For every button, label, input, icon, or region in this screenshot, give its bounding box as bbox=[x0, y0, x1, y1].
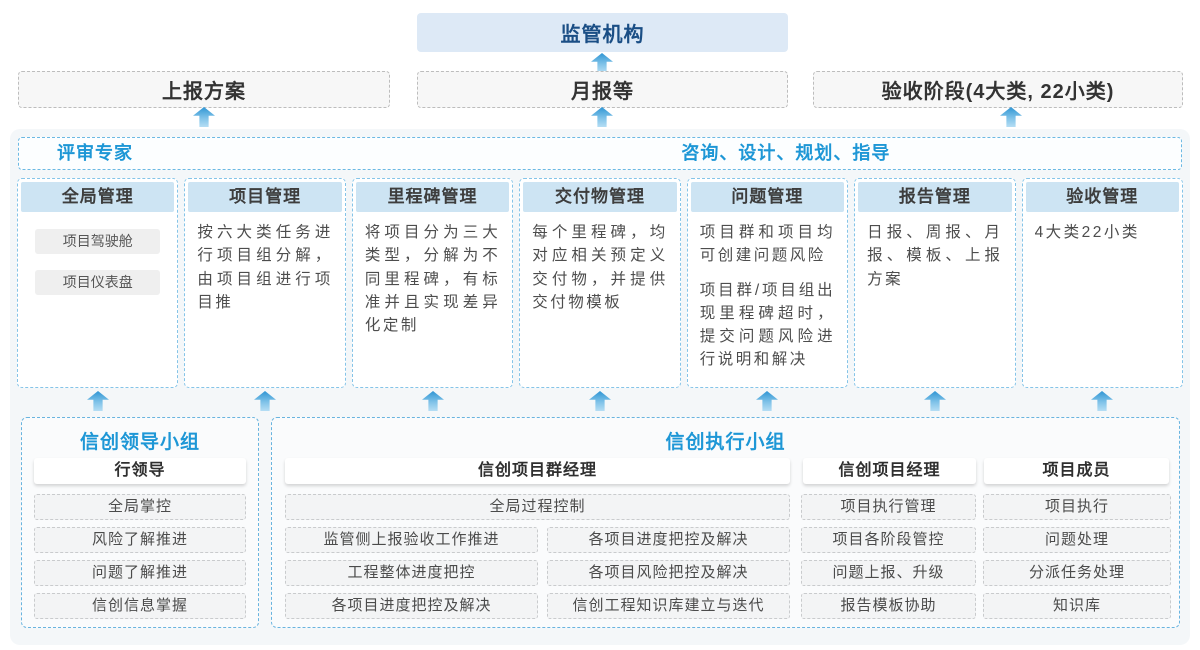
arrow-up-icon bbox=[193, 107, 215, 127]
module-columns: 全局管理 项目驾驶舱 项目仪表盘 项目管理 按六大类任务进行项目组分解，由项目组… bbox=[17, 178, 1183, 388]
issue-paragraph: 项目群/项目组出现里程碑超时，提交问题风险进行说明和解决 bbox=[699, 281, 836, 369]
column-deliverable-mgmt: 交付物管理 每个里程碑，均对应相关预定义交付物，并提供交付物模板 bbox=[519, 178, 681, 388]
column-title: 验收管理 bbox=[1025, 182, 1179, 212]
column-issue-mgmt: 问题管理 项目群和项目均可创建问题风险 项目群/项目组出现里程碑超时，提交问题风… bbox=[686, 178, 849, 388]
project-manager-role: 信创项目经理 bbox=[803, 458, 976, 484]
pm-duty-item: 项目各阶段管控 bbox=[801, 527, 976, 553]
consulting-label: 咨询、设计、规划、指导 bbox=[681, 143, 891, 163]
program-duty-item: 信创工程知识库建立与迭代 bbox=[547, 593, 790, 619]
arrow-up-icon bbox=[591, 53, 613, 73]
dashboard-item: 项目仪表盘 bbox=[35, 270, 161, 295]
issue-paragraph: 项目群和项目均可创建问题风险 bbox=[699, 224, 836, 265]
leader-group-container: 信创领导小组 行领导 全局掌控 风险了解推进 问题了解推进 信创信息掌握 bbox=[21, 417, 259, 628]
pm-duty-item: 问题上报、升级 bbox=[801, 560, 976, 586]
cockpit-item: 项目驾驶舱 bbox=[35, 229, 161, 254]
regulator-box: 监管机构 bbox=[417, 13, 788, 52]
column-milestone-mgmt: 里程碑管理 将项目分为三大类型，分解为不同里程碑，有标准并且实现差异化定制 bbox=[351, 178, 514, 388]
column-description: 每个里程碑，均对应相关预定义交付物，并提供交付物模板 bbox=[532, 224, 668, 311]
column-title: 项目管理 bbox=[188, 182, 342, 212]
pm-duty-item: 报告模板协助 bbox=[801, 593, 976, 619]
program-duty-item: 工程整体进度把控 bbox=[285, 560, 538, 586]
column-title: 报告管理 bbox=[858, 182, 1012, 212]
pm-duty-item: 项目执行管理 bbox=[801, 494, 976, 520]
expert-role-bar: 评审专家 咨询、设计、规划、指导 bbox=[18, 137, 1182, 170]
column-title: 交付物管理 bbox=[523, 182, 677, 212]
leader-duty-item: 风险了解推进 bbox=[34, 527, 246, 553]
arrow-up-icon bbox=[591, 107, 613, 127]
column-description: 按六大类任务进行项目组分解，由项目组进行项目推 bbox=[197, 224, 333, 311]
leader-duty-item: 问题了解推进 bbox=[34, 560, 246, 586]
column-global-mgmt: 全局管理 项目驾驶舱 项目仪表盘 bbox=[17, 178, 179, 388]
program-duty-item: 全局过程控制 bbox=[285, 494, 790, 520]
member-duty-item: 知识库 bbox=[983, 593, 1171, 619]
column-acceptance-mgmt: 验收管理 4大类22小类 bbox=[1021, 178, 1183, 388]
project-member-role: 项目成员 bbox=[984, 458, 1169, 484]
column-description: 项目群和项目均可创建问题风险 项目群/项目组出现里程碑超时，提交问题风险进行说明… bbox=[691, 212, 844, 372]
program-manager-role: 信创项目群经理 bbox=[285, 458, 790, 484]
leader-duty-item: 全局掌控 bbox=[34, 494, 246, 520]
column-description: 4大类22小类 bbox=[1034, 224, 1140, 241]
column-title: 问题管理 bbox=[690, 182, 845, 212]
exec-group-title: 信创执行小组 bbox=[665, 432, 786, 453]
program-duty-item: 监管侧上报验收工作推进 bbox=[285, 527, 538, 553]
program-duty-item: 各项目进度把控及解决 bbox=[285, 593, 538, 619]
review-experts-label: 评审专家 bbox=[57, 143, 133, 163]
column-title: 全局管理 bbox=[21, 182, 175, 212]
report-box-monthly: 月报等 bbox=[417, 71, 788, 108]
exec-group-container: 信创执行小组 信创项目群经理 全局过程控制 监管侧上报验收工作推进 工程整体进度… bbox=[271, 417, 1180, 628]
column-report-mgmt: 报告管理 日报、周报、月报、模板、上报方案 bbox=[854, 178, 1016, 388]
column-project-mgmt: 项目管理 按六大类任务进行项目组分解，由项目组进行项目推 bbox=[184, 178, 346, 388]
arrow-up-icon bbox=[1000, 107, 1022, 127]
leader-duty-item: 信创信息掌握 bbox=[34, 593, 246, 619]
member-duty-item: 分派任务处理 bbox=[983, 560, 1171, 586]
bank-leader-role: 行领导 bbox=[34, 458, 246, 484]
program-duty-item: 各项目进度把控及解决 bbox=[547, 527, 790, 553]
column-title: 里程碑管理 bbox=[355, 182, 510, 212]
report-box-acceptance: 验收阶段(4大类, 22小类) bbox=[813, 71, 1183, 108]
leader-group-title: 信创领导小组 bbox=[79, 432, 200, 453]
column-description: 日报、周报、月报、模板、上报方案 bbox=[867, 224, 1003, 288]
program-duty-item: 各项目风险把控及解决 bbox=[547, 560, 790, 586]
report-box-plan: 上报方案 bbox=[18, 71, 390, 108]
column-description: 将项目分为三大类型，分解为不同里程碑，有标准并且实现差异化定制 bbox=[364, 224, 501, 334]
member-duty-item: 问题处理 bbox=[983, 527, 1171, 553]
member-duty-item: 项目执行 bbox=[983, 494, 1171, 520]
